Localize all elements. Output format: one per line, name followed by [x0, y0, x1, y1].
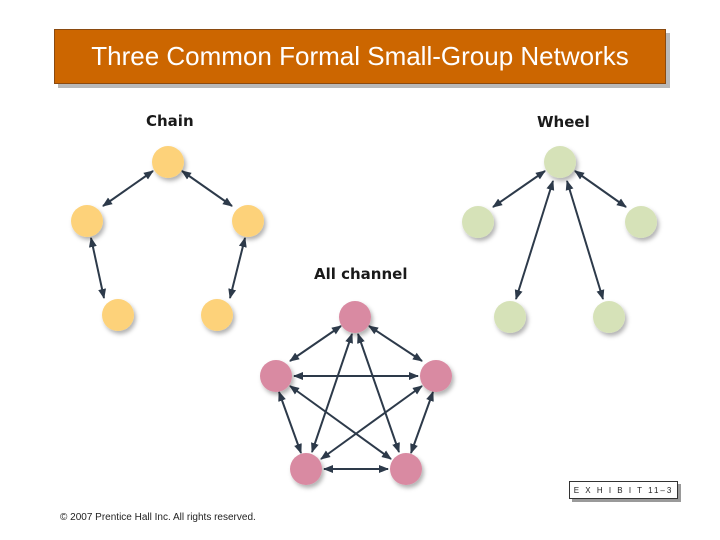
all-channel-node — [420, 360, 452, 392]
all-channel-link — [410, 391, 434, 454]
wheel-link — [492, 170, 546, 208]
wheel-node — [462, 206, 494, 238]
all-channel-link — [368, 325, 423, 362]
wheel-link — [574, 170, 627, 208]
wheel-link — [565, 180, 605, 300]
chain-network: Chain — [71, 112, 264, 331]
chain-link — [228, 237, 247, 299]
wheel-label: Wheel — [537, 113, 590, 131]
chain-link — [102, 170, 154, 207]
slide-title: Three Common Formal Small-Group Networks — [91, 41, 629, 71]
chain-node — [201, 299, 233, 331]
exhibit-badge: E X H I B I T 11–3 — [569, 481, 678, 499]
wheel-hub-node — [544, 146, 576, 178]
wheel-node — [593, 301, 625, 333]
wheel-network: Wheel — [462, 113, 657, 333]
all-channel-node — [290, 453, 322, 485]
wheel-node — [494, 301, 526, 333]
copyright-notice: © 2007 Prentice Hall Inc. All rights res… — [60, 512, 256, 523]
all-channel-link — [311, 333, 353, 453]
all-channel-link — [357, 333, 400, 453]
chain-link — [88, 237, 107, 299]
chain-node — [71, 205, 103, 237]
all-channel-network: All channel — [260, 265, 452, 485]
all-channel-link — [320, 385, 423, 460]
chain-node — [232, 205, 264, 237]
all-channel-link — [289, 385, 392, 460]
all-channel-label: All channel — [314, 265, 407, 283]
wheel-node — [625, 206, 657, 238]
chain-node — [102, 299, 134, 331]
all-channel-node — [260, 360, 292, 392]
slide-title-bar: Three Common Formal Small-Group Networks — [54, 29, 666, 84]
all-channel-link — [278, 391, 302, 454]
all-channel-link — [289, 325, 342, 362]
chain-node — [152, 146, 184, 178]
wheel-link — [514, 180, 555, 300]
chain-label: Chain — [146, 112, 194, 130]
chain-link — [181, 170, 233, 207]
all-channel-node — [390, 453, 422, 485]
all-channel-node — [339, 301, 371, 333]
